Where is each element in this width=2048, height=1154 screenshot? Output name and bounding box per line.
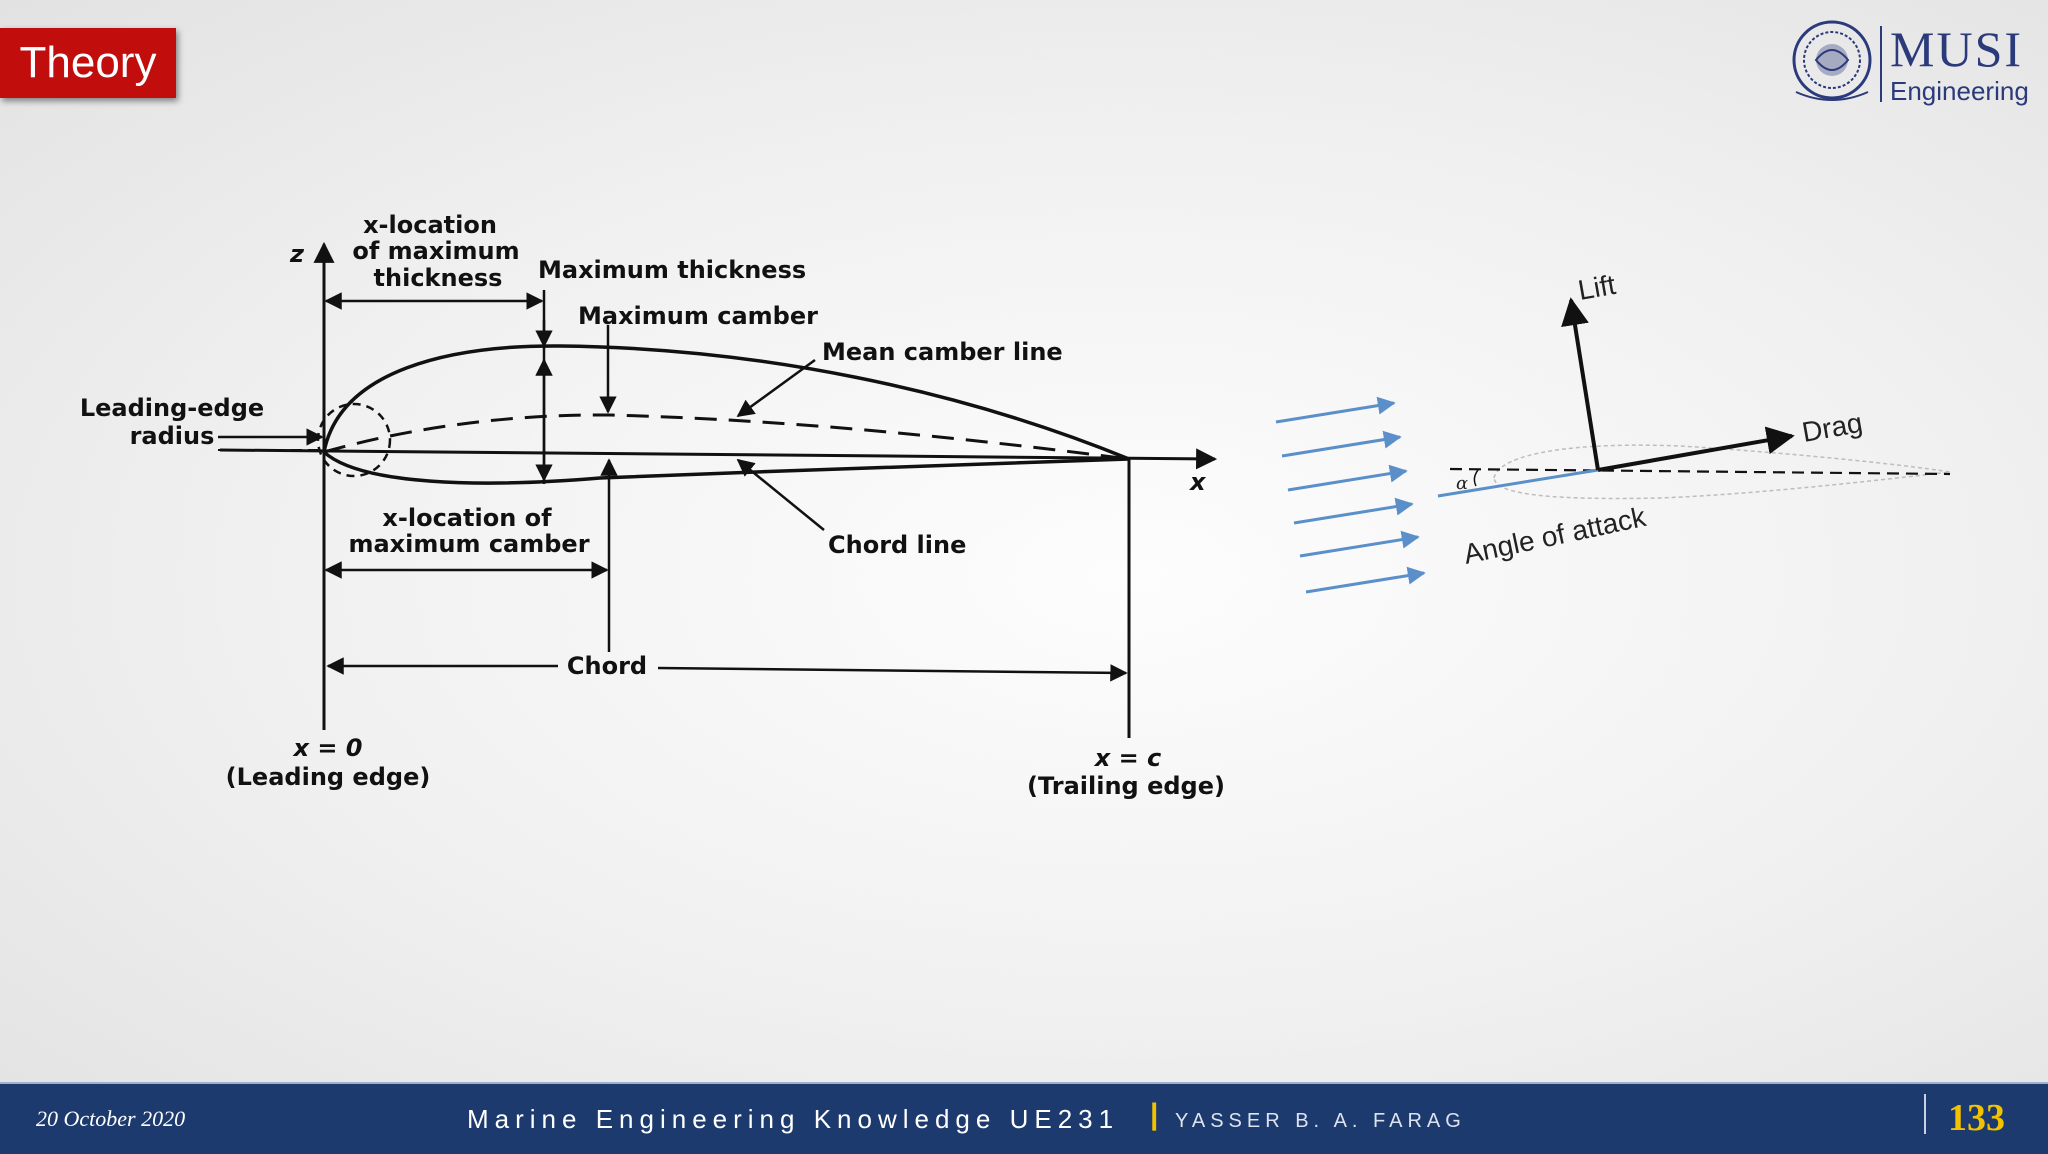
x-loc-max-thickness-label-1: x-location (363, 211, 497, 239)
diagram-canvas: z x x-location of maximum thickness Maxi… (80, 211, 1951, 800)
footer-course-title: Marine Engineering Knowledge UE231 (467, 1104, 1120, 1134)
flow-arrow (1281, 430, 1402, 458)
section-tag: Theory (0, 28, 176, 98)
x-loc-max-thickness-label-3: thickness (374, 264, 503, 292)
leading-edge-radius-label-1: Leading-edge (80, 394, 264, 422)
x-axis (219, 448, 1218, 470)
lift-vector (1561, 297, 1600, 471)
leading-edge-label: (Leading edge) (226, 763, 431, 791)
logo-name: MUSI (1890, 21, 2024, 77)
mean-camber-line (323, 413, 1130, 461)
airfoil-silhouette (1493, 444, 1951, 500)
flow-arrow (1299, 530, 1420, 558)
x-loc-max-thickness-label-2: of maximum (352, 237, 519, 265)
university-seal-icon (1792, 20, 1872, 101)
chord-label: Chord (567, 652, 647, 680)
lift-label: Lift (1576, 269, 1618, 306)
x-zero-label: x = 0 (293, 734, 363, 762)
max-camber-label: Maximum camber (578, 302, 818, 330)
footer-separator: | (1150, 1098, 1159, 1131)
chord-line-pointer (736, 458, 825, 531)
incidence-line (1437, 468, 1599, 498)
z-axis-label: z (289, 240, 305, 268)
footer-author: YASSER B. A. FARAG (1175, 1110, 1466, 1132)
trailing-edge-label: (Trailing edge) (1027, 772, 1225, 800)
x-c-label: x = c (1094, 744, 1162, 772)
chord-reference-line (1449, 467, 1951, 476)
forces-diagram: Lift Drag α Angle of attack (1275, 269, 1951, 594)
logo-divider (1880, 26, 1882, 102)
airfoil-outline (322, 344, 1130, 485)
angle-of-attack-label: Angle of attack (1461, 501, 1650, 570)
x-loc-max-camber-label-1: x-location of (382, 504, 552, 532)
footer-date: 20 October 2020 (36, 1106, 186, 1131)
mean-camber-pointer (736, 358, 816, 418)
flow-arrow (1305, 566, 1426, 594)
drag-label: Drag (1800, 407, 1865, 448)
alpha-label: α (1456, 473, 1468, 494)
flow-arrow (1293, 497, 1414, 525)
airfoil-diagram: z x x-location of maximum thickness Maxi… (80, 211, 1225, 800)
drag-vector (1597, 426, 1795, 472)
flow-arrow (1287, 464, 1408, 492)
slide-footer: 20 October 2020 Marine Engineering Knowl… (0, 1082, 2048, 1154)
max-thickness-label: Maximum thickness (538, 256, 806, 284)
page-number: 133 (1948, 1097, 2005, 1139)
chord-line-label: Chord line (828, 531, 966, 559)
flow-arrow (1275, 396, 1396, 424)
alpha-arc (1473, 469, 1479, 487)
x-axis-label: x (1189, 468, 1207, 496)
footer-page-divider (1924, 1094, 1926, 1134)
logo-subtitle: Engineering (1890, 76, 2029, 106)
chord-dim-right (657, 664, 1128, 682)
leading-edge-radius-label-2: radius (130, 422, 215, 450)
x-loc-max-camber-label-2: maximum camber (348, 530, 589, 558)
mean-camber-line-label: Mean camber line (822, 338, 1063, 366)
